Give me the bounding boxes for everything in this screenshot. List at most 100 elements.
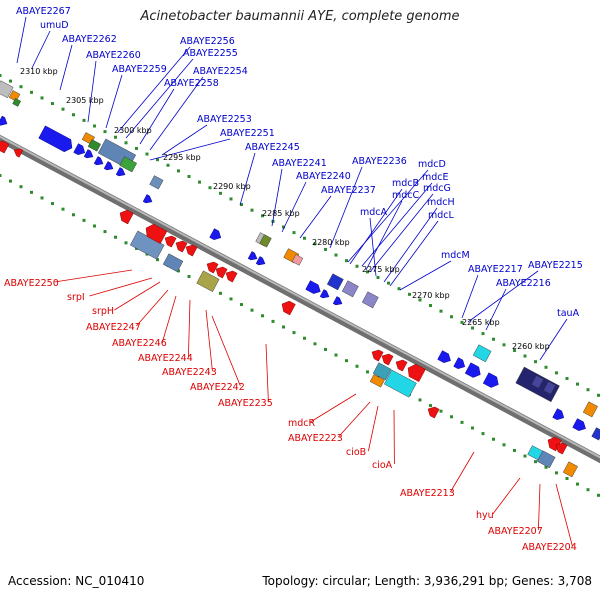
tick-dot <box>376 275 380 279</box>
gene-box <box>0 80 14 99</box>
tick-dot <box>513 448 516 452</box>
gene-arrow-reverse <box>381 353 394 366</box>
leader-line <box>54 269 133 283</box>
tick-dot <box>0 74 2 77</box>
reverse-gene-label: ABAYE2247 <box>86 322 141 333</box>
tick-dot <box>292 331 296 335</box>
tick-dot <box>19 185 23 189</box>
genome-backbone <box>0 134 600 464</box>
gene-arrow-forward <box>83 149 94 159</box>
gene-box <box>259 234 272 248</box>
gene-arrow-forward <box>103 161 114 171</box>
tick-dot <box>502 443 506 447</box>
tick-label: 2300 kbp <box>114 126 152 135</box>
forward-gene-label: ABAYE2237 <box>321 185 376 196</box>
leader-line <box>310 393 357 423</box>
leader-line <box>16 16 27 64</box>
leader-line <box>139 88 175 145</box>
leader-line <box>347 169 429 263</box>
leader-line <box>368 405 379 452</box>
tick-dot <box>135 146 138 150</box>
reverse-gene-label: ABAYE2223 <box>288 433 343 444</box>
leader-line <box>369 193 434 273</box>
tick-dot <box>72 213 75 217</box>
tick-dot <box>93 124 96 128</box>
reverse-gene-label: cioA <box>372 460 393 471</box>
gene-box <box>8 90 21 102</box>
reverse-gene-label: ABAYE2207 <box>488 526 543 537</box>
gene-arrow-reverse <box>206 261 219 274</box>
gene-box <box>291 254 304 266</box>
leader-line <box>349 188 403 265</box>
tick-dot <box>187 274 191 278</box>
forward-gene-label: mdcA <box>360 207 388 218</box>
tick-dot <box>82 218 86 222</box>
tick-label: 2260 kbp <box>512 342 550 351</box>
tick-dot <box>502 343 506 347</box>
leader-line <box>461 274 479 319</box>
gene-arrow-reverse <box>281 300 296 316</box>
gene-box <box>369 374 385 388</box>
forward-gene-label: ABAYE2215 <box>528 260 583 271</box>
tick-dot <box>418 398 422 402</box>
tick-dot <box>156 258 159 262</box>
tick-dot <box>229 297 233 301</box>
forward-gene-label: ABAYE2253 <box>197 114 252 125</box>
forward-gene-label: ABAYE2256 <box>180 36 235 47</box>
tick-label: 2305 kbp <box>66 96 104 105</box>
tick-track-dots <box>0 74 600 497</box>
leader-line <box>555 483 573 547</box>
tick-dot <box>177 269 180 273</box>
forward-gene-label: mdcH <box>427 197 455 208</box>
forward-gene-label: mdcD <box>418 159 446 170</box>
tick-dot <box>345 259 348 263</box>
tick-label: 2290 kbp <box>213 182 251 191</box>
tick-dot <box>156 158 159 162</box>
tick-dot <box>240 203 243 207</box>
leader-line <box>161 124 208 156</box>
gene-arrow-forward <box>115 167 126 177</box>
leader-line <box>329 166 363 249</box>
tick-dot <box>586 388 590 392</box>
tick-dot <box>303 236 306 240</box>
gene-arrow-forward <box>73 143 86 155</box>
tick-dot <box>544 465 548 469</box>
tick-dot <box>51 102 54 106</box>
tick-dot <box>334 353 338 357</box>
tick-dot <box>429 304 432 308</box>
tick-dot <box>271 319 275 323</box>
tick-dot <box>177 169 180 173</box>
tick-dot <box>187 174 191 178</box>
leader-line <box>162 295 177 343</box>
tick-dot <box>61 207 65 211</box>
gene-arrow-reverse <box>407 363 426 382</box>
gene-arrow-forward <box>464 362 481 378</box>
gene-arrow-reverse <box>13 148 24 158</box>
footer-accession: Accession: NC_010410 <box>8 574 145 588</box>
tick-dot <box>471 426 474 430</box>
tick-dot <box>82 118 86 122</box>
tick-dot <box>114 235 117 239</box>
tick-dot <box>261 214 264 218</box>
tick-dot <box>576 482 579 486</box>
forward-gene-label: ABAYE2258 <box>164 78 219 89</box>
gene-box <box>582 401 598 418</box>
reverse-gene-label: ABAYE2235 <box>218 398 273 409</box>
tick-dot <box>544 365 548 369</box>
tick-dot <box>334 253 338 257</box>
forward-gene-label: ABAYE2216 <box>496 278 551 289</box>
gene-arrow-forward <box>93 156 104 166</box>
tick-dot <box>324 247 327 251</box>
tick-dot <box>492 437 495 441</box>
gene-arrow-reverse <box>427 406 440 419</box>
leader-line <box>399 260 452 291</box>
tick-dot <box>387 281 390 285</box>
footer-topology: Topology: circular; Length: 3,936,291 bp… <box>262 574 592 588</box>
forward-gene-label: ABAYE2254 <box>193 66 248 77</box>
label-leader-lines <box>16 16 573 547</box>
tick-dot <box>450 315 453 319</box>
gene-box <box>536 450 556 469</box>
reverse-gene-label: hyu <box>476 510 494 521</box>
leader-line <box>149 138 231 161</box>
leader-line <box>450 451 475 493</box>
